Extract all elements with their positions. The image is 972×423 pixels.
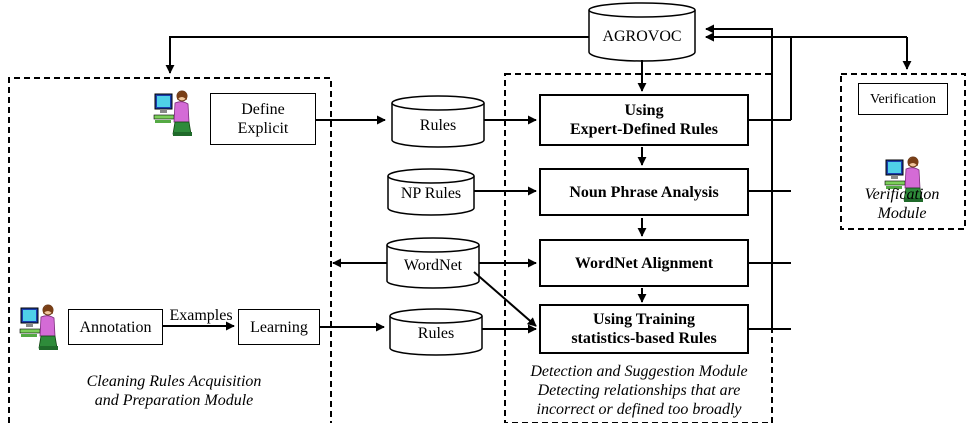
agrovoc-to-acquisition-arrow — [165, 36, 589, 74]
rules-top-label: Rules — [419, 117, 457, 134]
define-explicit-box: Define Explicit — [210, 93, 316, 145]
wordnet-to-step4-arrow — [473, 271, 537, 327]
feedback-secondary — [705, 24, 773, 329]
np-rules-label: NP Rules — [400, 185, 462, 202]
learning-box: Learning — [238, 309, 320, 345]
user-at-computer-icon — [884, 156, 923, 202]
user-at-computer-icon — [153, 90, 192, 136]
agrovoc-label: AGROVOC — [602, 28, 682, 45]
np-rules-cylinder-icon — [387, 168, 475, 216]
acquisition-caption-line2: and Preparation Module — [94, 392, 254, 409]
step1-line2: Expert-Defined Rules — [570, 121, 718, 138]
examples-label: Examples — [169, 307, 233, 324]
define-explicit-line1: Define — [241, 101, 285, 118]
rules-bottom-label: Rules — [417, 325, 455, 342]
user-at-computer-icon — [19, 304, 58, 350]
step4-line1: Using Training — [592, 311, 696, 328]
step1-line1: Using — [624, 102, 664, 119]
verification-box: Verification — [858, 83, 948, 115]
agrovoc-cylinder-icon — [588, 2, 696, 62]
rules-bottom-cylinder-icon — [389, 308, 483, 356]
acquisition-module-frame — [8, 77, 332, 423]
verification-module-frame — [840, 73, 966, 230]
detection-caption-line3: incorrect or defined too broadly — [536, 401, 742, 418]
define-explicit-line2: Explicit — [237, 120, 289, 137]
verification-caption-line2: Module — [877, 205, 927, 222]
expert-rules-step-box: Using Expert-Defined Rules — [539, 94, 749, 146]
detection-module-caption: Detection and Suggestion Module Detectin… — [506, 362, 772, 419]
acquisition-caption-line1: Cleaning Rules Acquisition — [86, 373, 262, 390]
verification-module-caption: Verification Module — [846, 185, 958, 223]
noun-phrase-step-box: Noun Phrase Analysis — [539, 168, 749, 216]
detection-caption-line2: Detecting relationships that are — [537, 382, 741, 399]
rules-top-cylinder-icon — [391, 95, 485, 148]
acquisition-module-caption: Cleaning Rules Acquisition and Preparati… — [50, 372, 298, 410]
annotation-box: Annotation — [68, 309, 163, 345]
training-rules-step-box: Using Training statistics-based Rules — [539, 304, 749, 354]
step4-line2: statistics-based Rules — [571, 330, 717, 347]
detection-caption-line1: Detection and Suggestion Module — [530, 363, 748, 380]
wordnet-alignment-step-box: WordNet Alignment — [539, 239, 749, 287]
wordnet-cylinder-icon — [386, 237, 480, 289]
wordnet-label: WordNet — [403, 257, 463, 274]
verification-caption-line1: Verification — [864, 186, 940, 203]
